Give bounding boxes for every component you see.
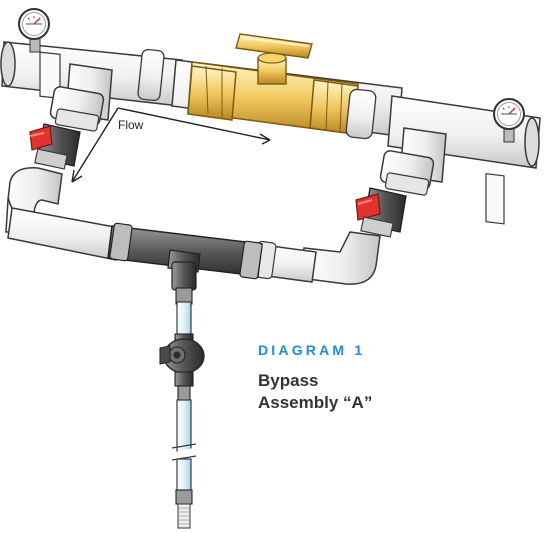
ball-valve-icon [29, 125, 53, 151]
right-ball-valve [355, 187, 407, 238]
diagram-heading: DIAGRAM 1 [258, 342, 366, 358]
diagram-title: Bypass Assembly “A” [258, 370, 372, 414]
bottom-pipe-left [7, 207, 121, 261]
pressure-gauge-icon [493, 98, 525, 143]
brass-gate-valve [187, 33, 359, 135]
diagram-title-line-1: Bypass [258, 371, 319, 390]
pressure-gauge-icon [18, 8, 50, 53]
left-ball-valve [29, 123, 81, 170]
ball-valve-icon [355, 193, 381, 221]
flow-label: Flow [118, 118, 144, 132]
right-tee [379, 127, 447, 196]
flow-arrow-icon [71, 107, 271, 183]
drop-assembly [159, 261, 205, 529]
diagram-title-line-2: Assembly “A” [258, 393, 373, 412]
left-tee [49, 63, 113, 132]
